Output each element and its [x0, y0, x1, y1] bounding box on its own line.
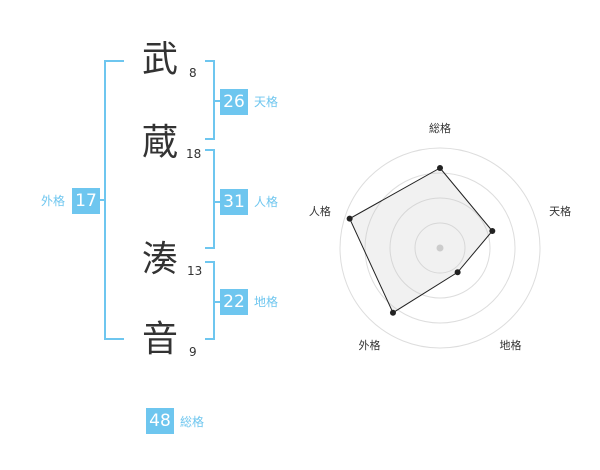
radar-axis-label-4: 外格	[358, 338, 380, 352]
name-char-4: 音	[142, 319, 179, 360]
radar-point-5	[346, 215, 353, 222]
radar-point-4	[389, 309, 396, 316]
tenkaku-bracket	[205, 60, 215, 140]
tenkaku-score: 26	[220, 89, 248, 115]
name-char-2: 蔵	[142, 122, 179, 163]
name-char-3: 湊	[142, 239, 179, 280]
stroke-count-3: 13	[187, 264, 203, 278]
fortune-brackets	[100, 60, 220, 340]
chikaku-score: 22	[220, 289, 248, 315]
gaikaku-bracket	[104, 60, 124, 340]
radar-axis-label-1: 総格	[429, 121, 451, 135]
radar-point-3	[454, 269, 461, 276]
stroke-count-4: 9	[189, 345, 197, 359]
jinkaku-bracket	[205, 149, 215, 249]
name-char-1: 武	[142, 39, 179, 80]
radar-point-2	[489, 228, 496, 235]
soukaku-score: 48	[146, 408, 174, 434]
chikaku-bracket	[205, 261, 215, 340]
radar-axis-label-5: 人格	[309, 204, 331, 218]
radar-axis-label-2: 天格	[549, 204, 571, 218]
stroke-count-1: 8	[189, 66, 197, 80]
gaikaku-score: 17	[72, 188, 100, 214]
gaikaku-label: 外格	[41, 194, 66, 208]
radar-center-point	[436, 244, 444, 252]
radar-polygon	[349, 167, 493, 314]
chikaku-label: 地格	[254, 295, 279, 309]
tenkaku-label: 天格	[254, 95, 279, 109]
jinkaku-score: 31	[220, 189, 248, 215]
jinkaku-label: 人格	[254, 195, 279, 209]
stroke-count-2: 18	[186, 147, 202, 161]
radar-axis-label-3: 地格	[500, 338, 522, 352]
radar-point-1	[437, 165, 443, 171]
soukaku-label: 総格	[180, 415, 205, 429]
